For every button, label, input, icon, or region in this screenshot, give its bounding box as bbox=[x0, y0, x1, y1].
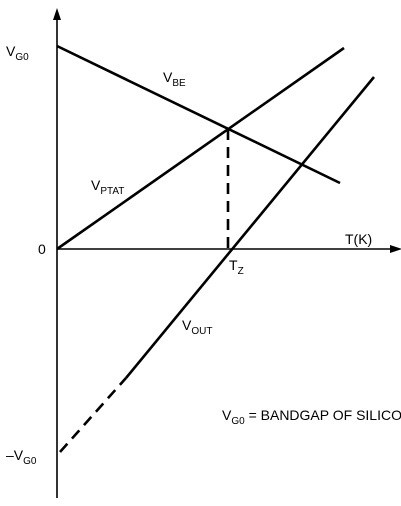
vout-line bbox=[124, 76, 376, 379]
vbe-line bbox=[56, 44, 341, 185]
vout-line-dashed bbox=[59, 377, 127, 453]
label-neg-vg0: –VG0 bbox=[6, 447, 37, 467]
x-axis-arrow bbox=[390, 245, 401, 253]
y-axis-arrow bbox=[53, 8, 61, 20]
label-tz: TZ bbox=[229, 257, 244, 277]
label-x-axis: T(K) bbox=[345, 231, 372, 247]
label-zero: 0 bbox=[38, 241, 46, 257]
label-vptat: VPTAT bbox=[91, 177, 124, 197]
vptat-line bbox=[56, 46, 345, 251]
label-vg0: VG0 bbox=[6, 43, 29, 63]
label-bandgap-note: VG0 = BANDGAP OF SILICON bbox=[222, 407, 401, 427]
label-vout: VOUT bbox=[182, 317, 212, 337]
label-vbe: VBE bbox=[163, 69, 186, 89]
